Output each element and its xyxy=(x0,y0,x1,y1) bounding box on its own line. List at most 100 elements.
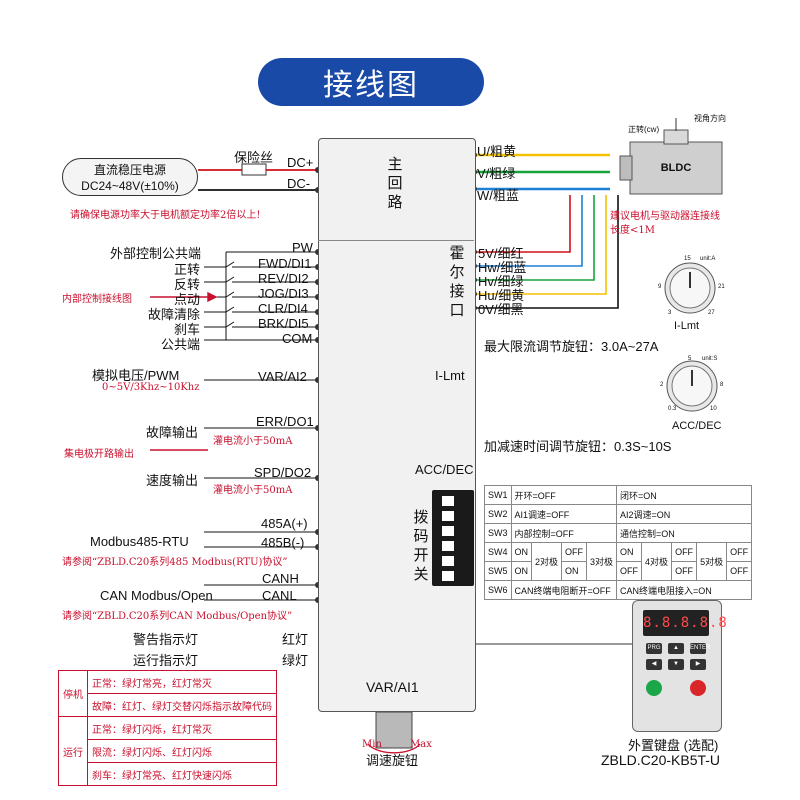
sw-on: 通信控制=ON xyxy=(616,523,753,543)
status-text: 刹车：绿灯常亮、红灯快速闪烁 xyxy=(87,762,277,786)
input-pin: COM xyxy=(282,331,313,346)
dial-acc-label: ACC/DEC xyxy=(672,420,722,432)
board-divider xyxy=(318,240,474,241)
dial-tick: 15 xyxy=(684,256,691,262)
sw-id: SW2 xyxy=(484,504,512,524)
input-pin: BRK/DI5 xyxy=(258,316,309,331)
can-protocol-note: 请参阅“ZBLD.C20系列CAN Modbus/Open协议” xyxy=(62,611,293,622)
rs485-protocol-note: 请参阅“ZBLD.C20系列485 Modbus(RTU)协议” xyxy=(62,557,288,568)
dip-toggle[interactable] xyxy=(442,541,454,551)
sw-state: ON xyxy=(616,542,643,562)
keypad-right-button[interactable]: ▶ xyxy=(690,659,706,670)
open-collector-note: 集电极开路输出 xyxy=(64,449,134,460)
dc-minus-label: DC- xyxy=(287,176,311,191)
status-text: 限流：绿灯闪烁、红灯闪烁 xyxy=(87,739,277,763)
main-circuit-label: 主 回 路 xyxy=(386,155,404,212)
dial-tick: 5 xyxy=(688,356,692,362)
motor-note-2: 长度<1M xyxy=(610,225,655,236)
dip-label-char: 关 xyxy=(413,566,429,583)
dip-toggle[interactable] xyxy=(442,526,454,536)
hall-0v-label: 0V/细黑 xyxy=(478,302,524,317)
input-name: 刹车 xyxy=(174,322,201,337)
dip-toggle[interactable] xyxy=(442,571,454,581)
input-pin: CLR/DI4 xyxy=(258,301,308,316)
dial-tick: 0.3 xyxy=(668,406,677,412)
keypad-prg-button[interactable]: PRG xyxy=(646,643,662,654)
sw-off: 开环=OFF xyxy=(510,485,618,505)
dip-toggle[interactable] xyxy=(442,511,454,521)
keypad-left-button[interactable]: ◀ xyxy=(646,659,662,670)
canl-pin: CANL xyxy=(262,588,297,603)
current-range-text: 最大限流调节旋钮：3.0A~27A xyxy=(484,339,659,354)
main-circuit-char: 主 xyxy=(387,156,403,173)
status-text: 故障：红灯、绿灯交替闪烁指示故障代码 xyxy=(87,693,277,717)
dip-toggle[interactable] xyxy=(442,556,454,566)
accel-range-text: 加减速时间调节旋钮：0.3S~10S xyxy=(484,439,672,454)
psu-voltage: DC24~48V(±10%) xyxy=(81,179,179,193)
dc-plus-label: DC+ xyxy=(287,155,314,170)
status-text: 正常：绿灯闪烁，红灯常灭 xyxy=(87,716,277,740)
fuse-label: 保险丝 xyxy=(234,150,274,165)
keypad-up-button[interactable]: ▲ xyxy=(668,643,684,654)
keypad-enter-button[interactable]: ENTER xyxy=(690,643,710,654)
dial-ilmt-unit: unit:A xyxy=(700,256,716,262)
input-pin: JOG/DI3 xyxy=(258,286,309,301)
driver-board xyxy=(318,138,476,712)
psu-name: 直流稳压电源 xyxy=(93,163,166,177)
speed-output-pin: SPD/DO2 xyxy=(254,465,312,480)
sw-off: 内部控制=OFF xyxy=(510,523,618,543)
sw-state: OFF xyxy=(726,542,753,562)
sw-off: CAN终端电阻断开=OFF xyxy=(510,580,618,600)
ext-common-label: 外部控制公共端 xyxy=(110,246,202,261)
can-label: CAN Modbus/Open xyxy=(100,588,213,603)
table-row: 刹车：绿灯常亮、红灯快速闪烁 xyxy=(59,762,277,786)
dial-tick: 8 xyxy=(720,382,724,388)
rs485-b-pin: 485B(-) xyxy=(261,535,305,550)
table-row: SW6 CAN终端电阻断开=OFF CAN终端电阻接入=ON xyxy=(484,580,753,600)
run-led-label: 运行指示灯 xyxy=(133,653,199,668)
keypad-down-button[interactable]: ▼ xyxy=(668,659,684,670)
hall-port-char: 尔 xyxy=(449,264,465,281)
sw-state: OFF xyxy=(671,561,698,581)
dial-ilmt-label: I-Lmt xyxy=(674,320,700,332)
sw-id: SW3 xyxy=(484,523,512,543)
dip-switch-table: SW1 开环=OFF 闭环=ON SW2 AI1调速=OFF AI2调速=ON … xyxy=(484,485,753,600)
dial-tick: 9 xyxy=(658,284,662,290)
sw-state: OFF xyxy=(561,542,588,562)
board-ilmt-label: I-Lmt xyxy=(435,368,465,383)
dip-label-char: 开 xyxy=(413,547,429,564)
dip-switch[interactable] xyxy=(432,490,474,586)
keypad-display: 8.8.8.8.8 xyxy=(643,610,727,636)
internal-wiring-note: 内部控制接线图 xyxy=(62,294,132,305)
sw-state: ON xyxy=(510,561,533,581)
phase-v-label: V/粗绿 xyxy=(477,166,516,181)
sw-state: OFF xyxy=(671,542,698,562)
analog-input-note: 0~5V/3Khz~10Khz xyxy=(102,382,200,393)
sw-state: ON xyxy=(510,542,533,562)
phase-w-label: W/粗蓝 xyxy=(477,188,519,203)
keypad-stop-button[interactable] xyxy=(690,680,706,696)
keypad-model: ZBLD.C20-KB5T-U xyxy=(601,752,721,768)
pole-pairs: 4对极 xyxy=(641,542,673,581)
hall-hu-label: Hu/细黄 xyxy=(478,288,525,303)
phase-u-label: U/粗黄 xyxy=(477,144,517,159)
pw-pin: PW xyxy=(292,240,313,255)
table-row: SW4 ON 2对极 OFF 3对极 ON 4对极 OFF 5对极 OFF xyxy=(484,542,753,581)
speed-knob-label: 调速旋钮 xyxy=(366,753,419,768)
status-group: 运行 xyxy=(58,716,88,786)
keypad-label: 外置键盘 (选配) xyxy=(628,738,719,753)
analog-input-pin: VAR/AI2 xyxy=(258,369,307,384)
dial-ilmt-shape xyxy=(664,262,716,314)
sw-off: AI1调速=OFF xyxy=(510,504,618,524)
warning-led-label: 警告指示灯 xyxy=(133,632,199,647)
sw-state: ON xyxy=(561,561,588,581)
table-row: SW1 开环=OFF 闭环=ON xyxy=(484,485,753,505)
main-circuit-char: 路 xyxy=(387,194,403,211)
table-row: SW2 AI1调速=OFF AI2调速=ON xyxy=(484,504,753,524)
modbus485-label: Modbus485-RTU xyxy=(90,534,189,549)
table-row: SW5 ON ON OFF OFF OFF xyxy=(484,561,753,581)
dip-toggle[interactable] xyxy=(442,496,454,506)
keypad-run-button[interactable] xyxy=(646,680,662,696)
dial-tick: 2 xyxy=(660,382,664,388)
knob-max-label: Max xyxy=(410,739,432,750)
